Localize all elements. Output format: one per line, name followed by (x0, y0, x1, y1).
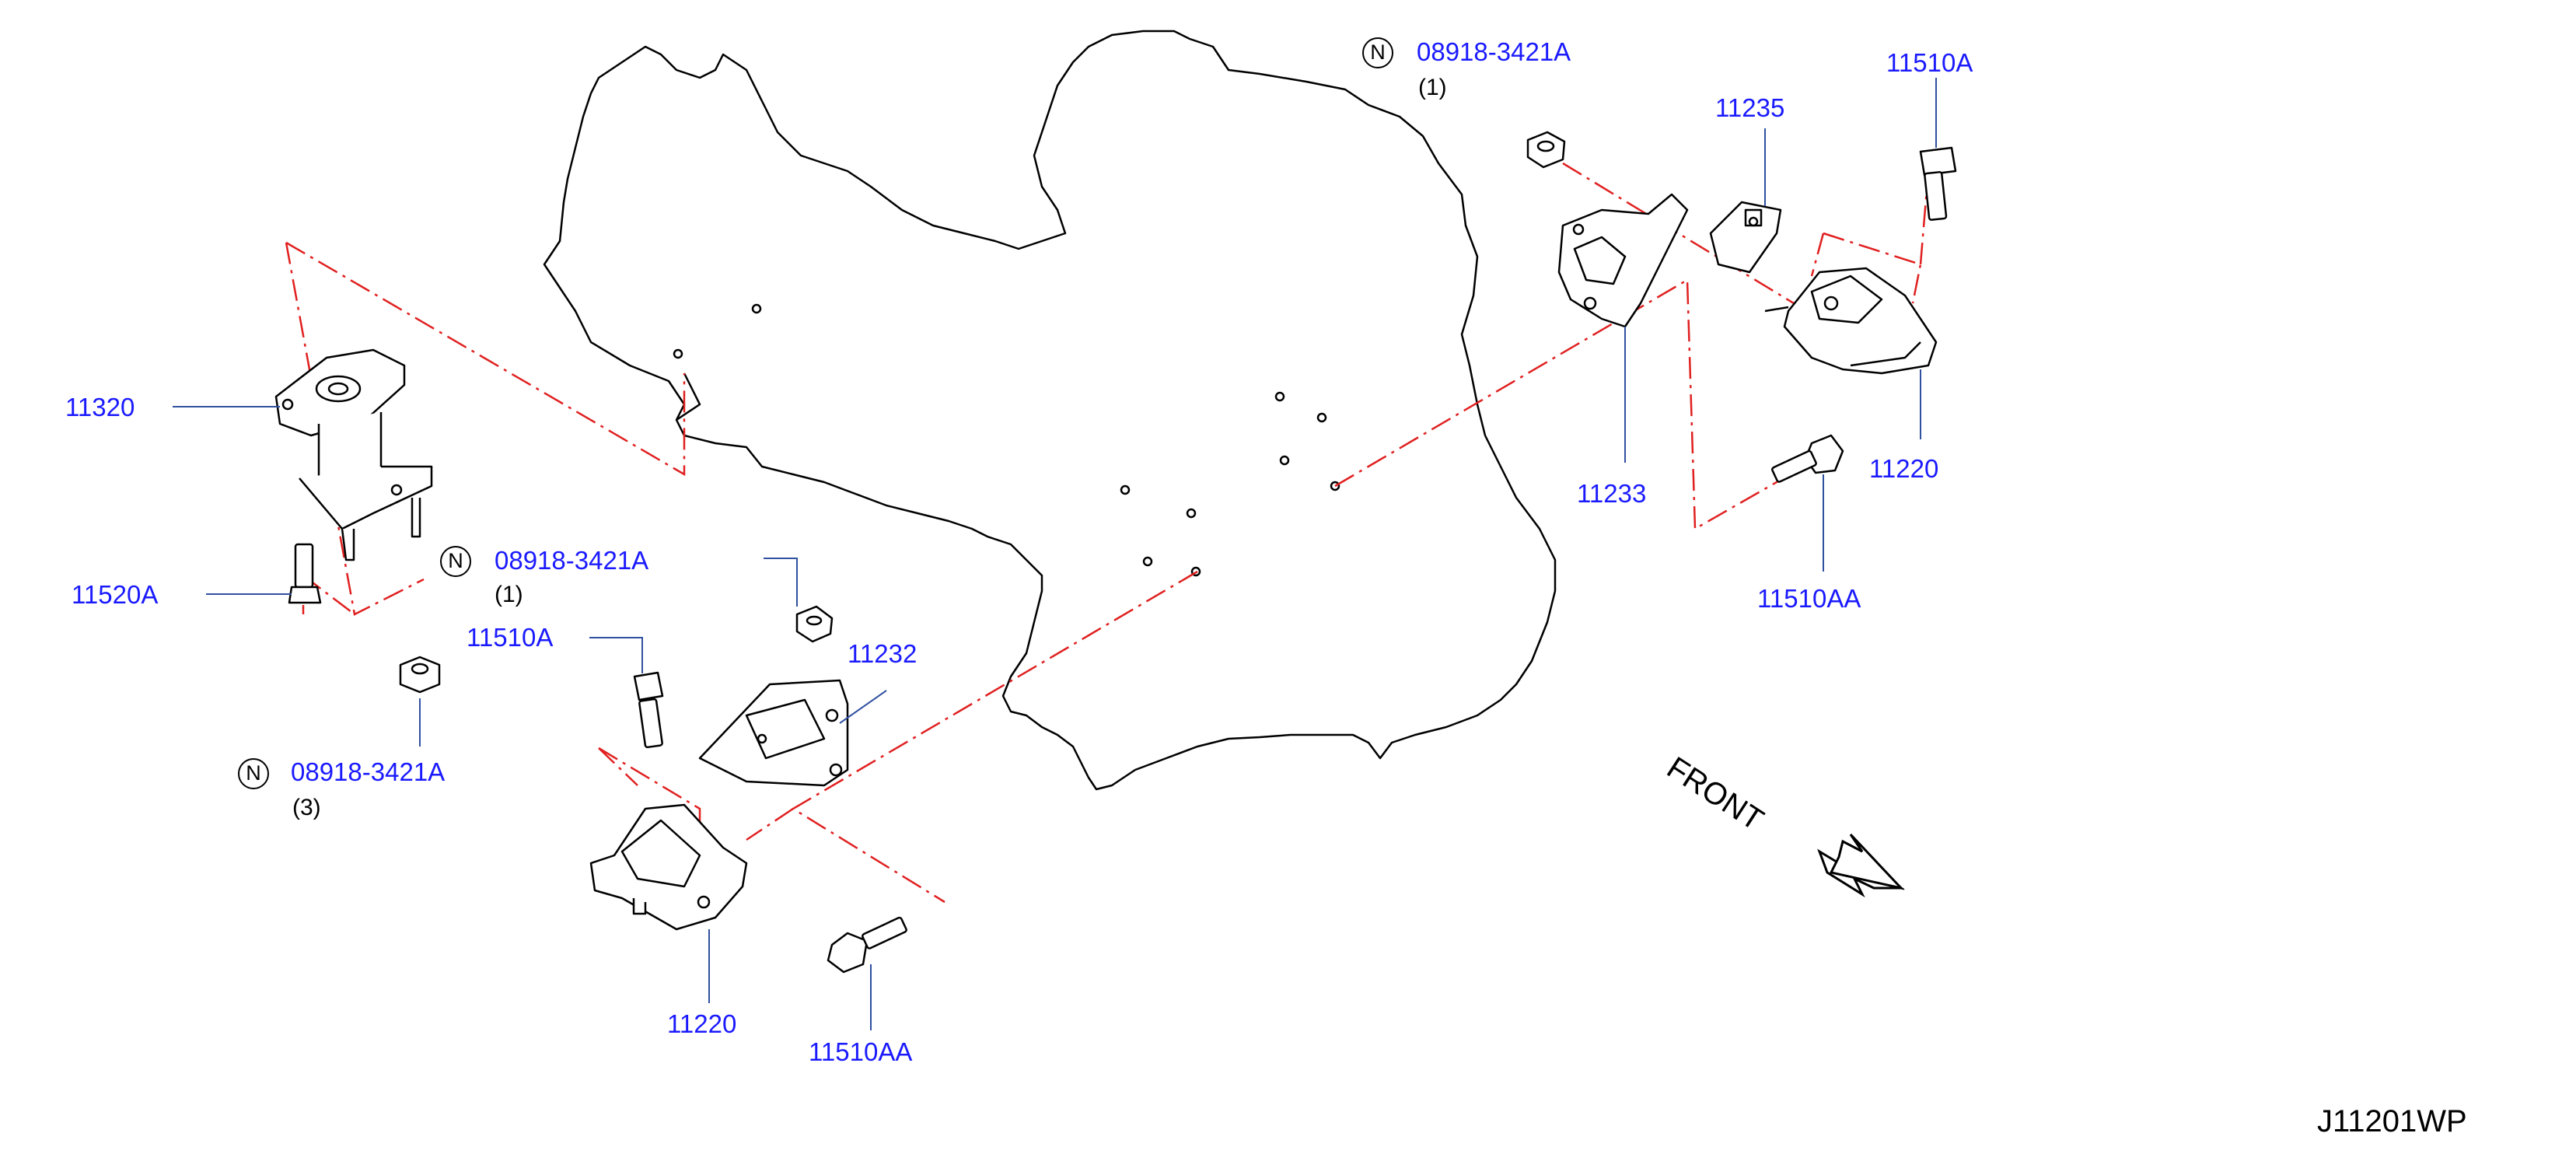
engine-mount-part-11220-right (1764, 267, 1938, 375)
callout-08918-3421A-top[interactable]: 08918-3421A (1417, 37, 1571, 66)
bracket-part-11235 (1709, 201, 1782, 274)
engine-mount-part-11220-left (589, 803, 748, 931)
bolt-icon (1771, 434, 1844, 483)
callout-08918-3421A-left[interactable]: 08918-3421A (291, 757, 446, 786)
callout-11235[interactable]: 11235 (1715, 93, 1785, 122)
n-badge-mid: N (440, 546, 471, 577)
nut-icon-group (399, 131, 1566, 694)
callout-11232[interactable]: 11232 (848, 639, 918, 668)
bolt-icon (288, 543, 322, 604)
callout-11510A-left[interactable]: 11510A (467, 623, 554, 652)
bracket-part-11232 (698, 679, 849, 787)
qty-08918-3421A-top: (1) (1418, 75, 1447, 100)
bolt-icon-group (288, 146, 1957, 974)
bolt-icon (1919, 146, 1957, 221)
bracket-part-11233 (1557, 193, 1689, 328)
callout-11520A[interactable]: 11520A (72, 580, 159, 609)
n-badge-top: N (1362, 37, 1393, 68)
engine-mount-part-11320 (274, 348, 433, 561)
nut-icon (399, 656, 441, 694)
engine-outline (543, 30, 1557, 791)
leader-lines (173, 78, 1937, 1030)
nut-icon (1526, 131, 1566, 169)
callout-11220-right[interactable]: 11220 (1869, 454, 1939, 483)
callout-11510A-right[interactable]: 11510A (1886, 48, 1973, 77)
callout-11320[interactable]: 11320 (65, 393, 135, 421)
bolt-icon (633, 671, 664, 749)
nut-icon (795, 605, 834, 643)
n-badge-left: N (238, 758, 269, 789)
callout-11233[interactable]: 11233 (1577, 479, 1647, 508)
qty-08918-3421A-mid: (1) (495, 582, 523, 607)
qty-08918-3421A-left: (3) (292, 795, 321, 820)
callout-11510AA-left[interactable]: 11510AA (809, 1037, 913, 1066)
diagram-id: J11201WP (2317, 1104, 2467, 1138)
front-arrow-icon (1817, 833, 1905, 898)
callout-08918-3421A-mid[interactable]: 08918-3421A (495, 546, 649, 575)
bolt-icon (827, 916, 907, 974)
callout-11510AA-right[interactable]: 11510AA (1757, 584, 1861, 613)
callout-11220-left[interactable]: 11220 (667, 1009, 737, 1038)
